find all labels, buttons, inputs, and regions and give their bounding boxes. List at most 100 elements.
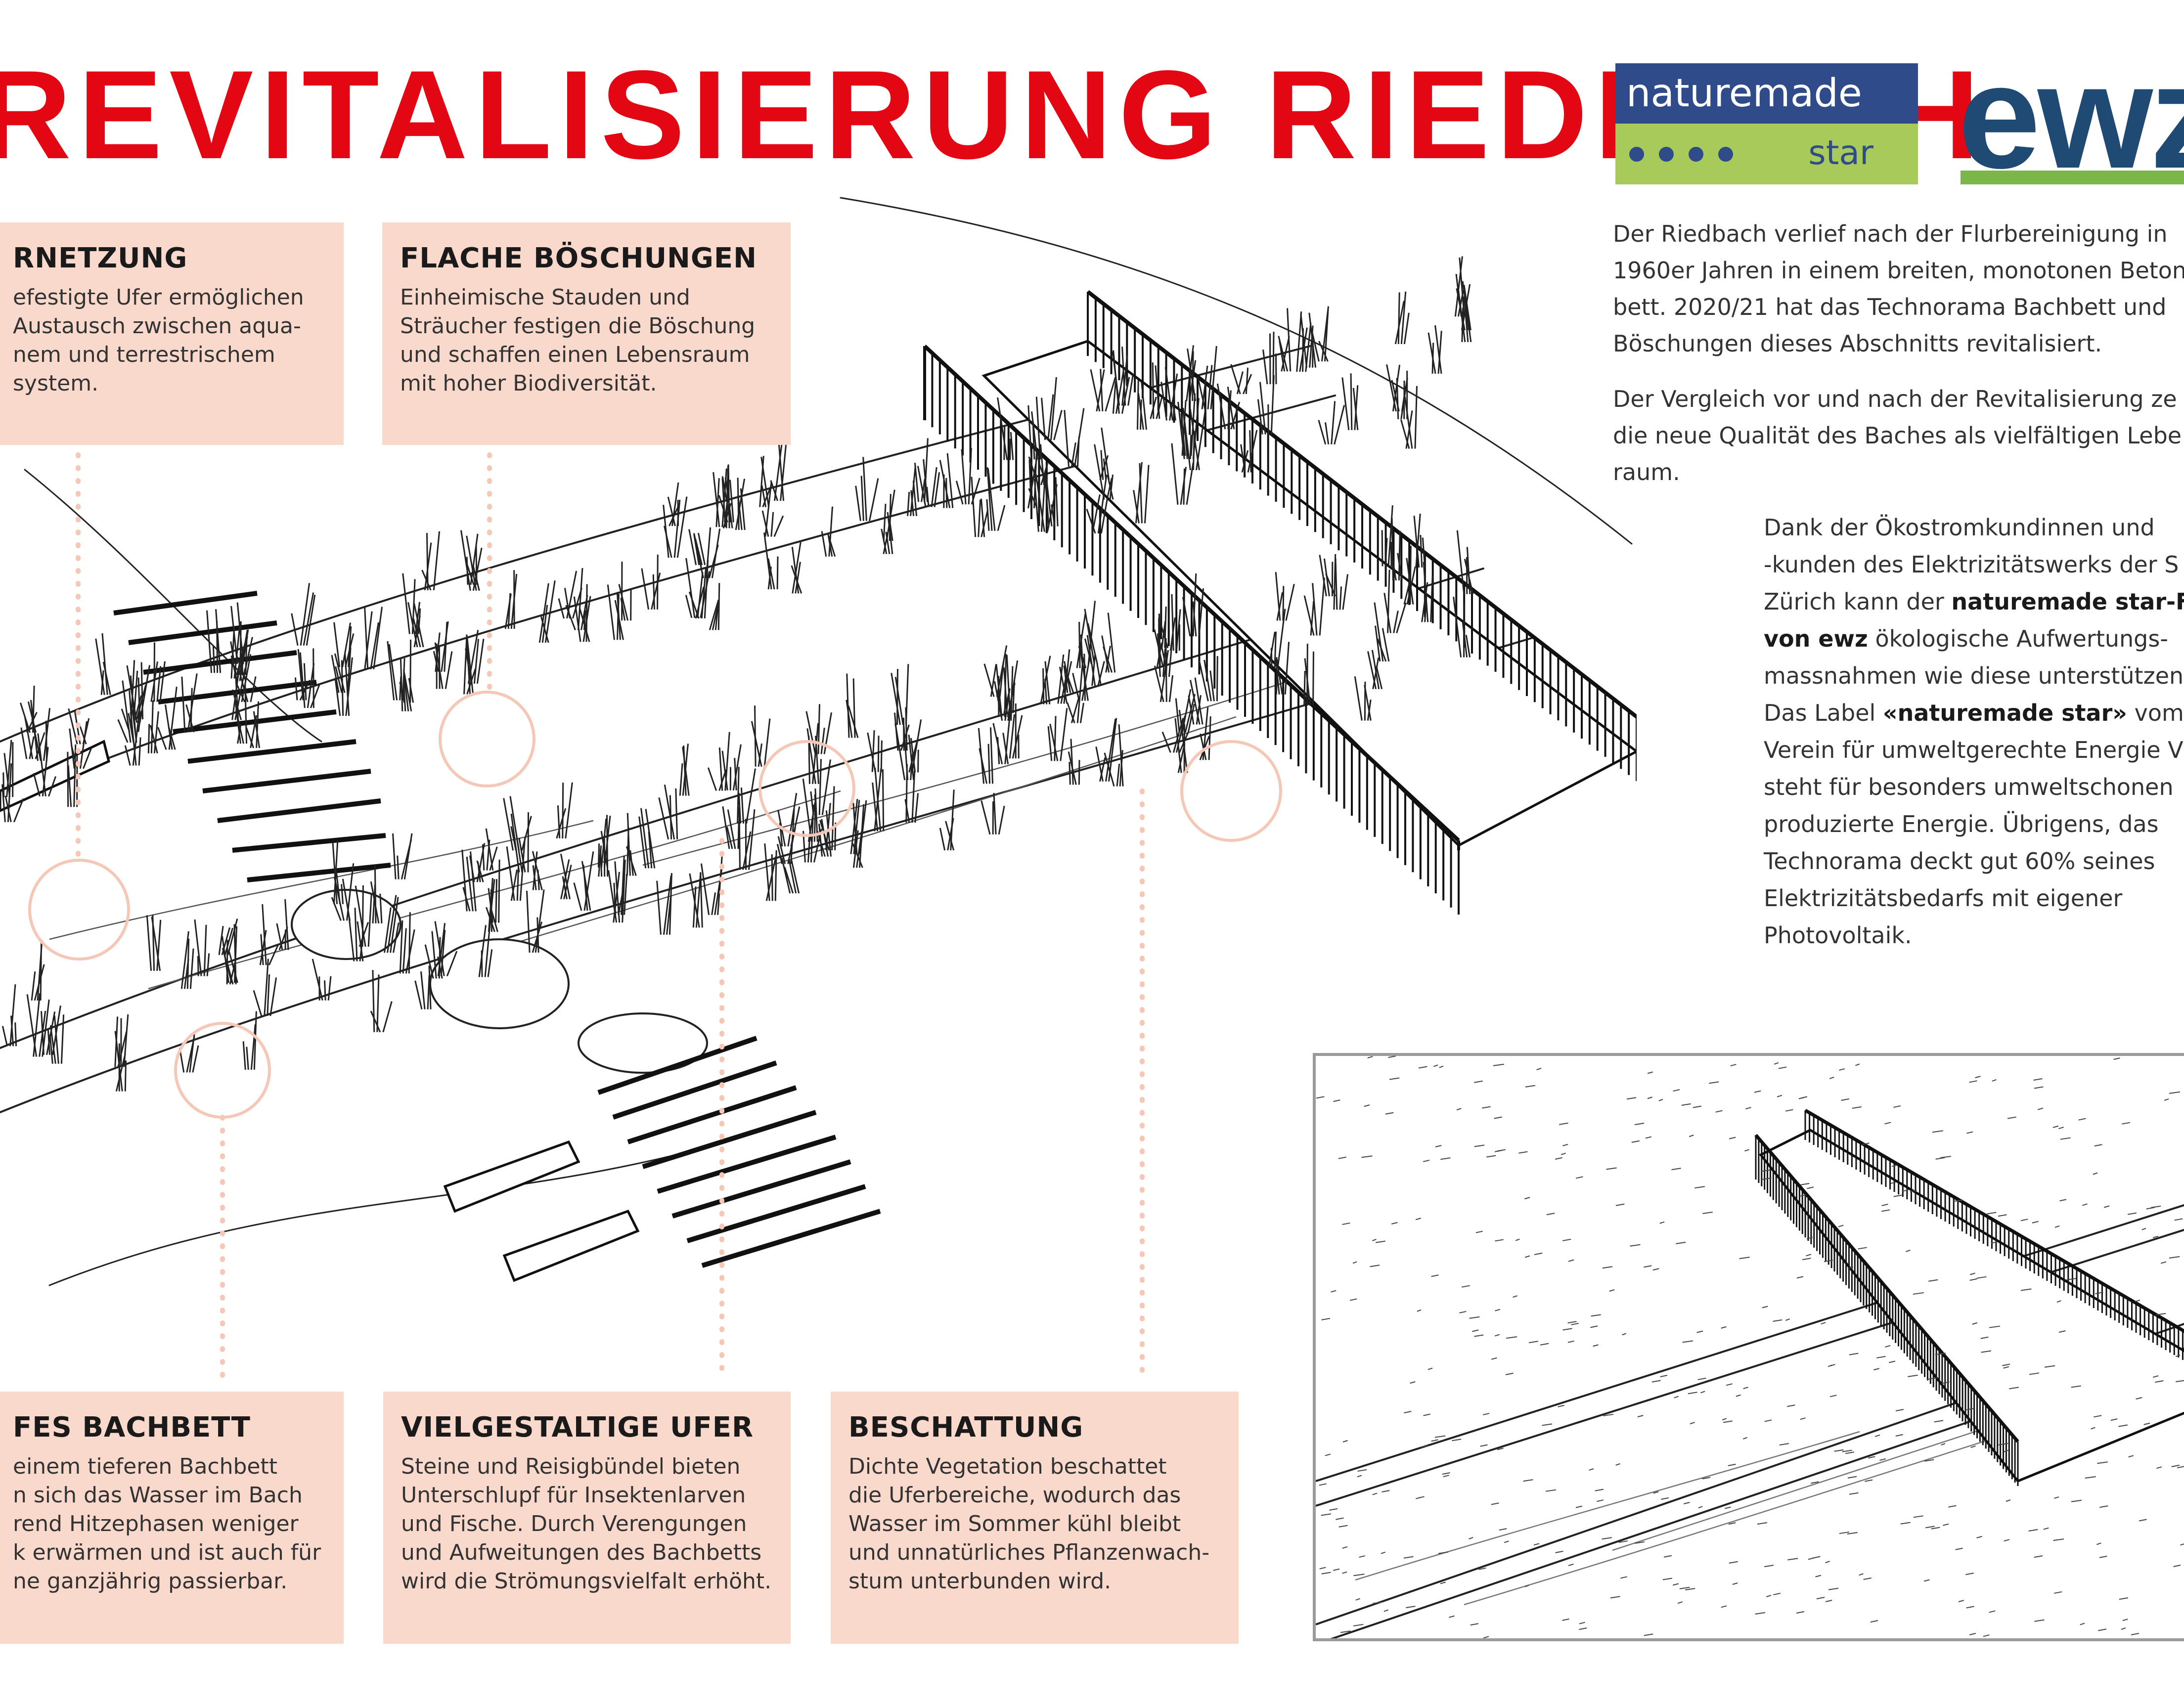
grass-blade bbox=[761, 485, 767, 507]
grass-blade bbox=[787, 793, 798, 847]
texture-mark bbox=[2113, 1057, 2120, 1060]
card-text-line: k erwärmen und ist auch für bbox=[13, 1540, 321, 1565]
texture-mark bbox=[1932, 1130, 1943, 1133]
grass-blade bbox=[978, 499, 981, 537]
grass-blade bbox=[334, 678, 341, 716]
card-text-line: und Aufweitungen des Bachbetts bbox=[401, 1540, 762, 1565]
texture-mark bbox=[2095, 1292, 2103, 1294]
grass-blade bbox=[53, 1015, 59, 1064]
grass-blade bbox=[663, 526, 672, 558]
grass-blade bbox=[740, 488, 746, 530]
grass-blade bbox=[791, 565, 802, 594]
grass-blade bbox=[598, 845, 602, 877]
grass-blade bbox=[860, 476, 864, 521]
grass-blade bbox=[399, 920, 403, 974]
grass-blade bbox=[694, 538, 703, 566]
grass-blade bbox=[1033, 479, 1039, 532]
grass-blade bbox=[101, 633, 108, 695]
grass-blade bbox=[671, 482, 679, 526]
grass-blade bbox=[1274, 631, 1277, 668]
grass-blade bbox=[1422, 537, 1426, 568]
texture-mark bbox=[1494, 1116, 1502, 1119]
texture-mark bbox=[1420, 1445, 1429, 1448]
texture-mark bbox=[1989, 1610, 1996, 1613]
rating-dot-icon bbox=[1689, 146, 1703, 162]
grass-blade bbox=[482, 844, 485, 871]
texture-mark bbox=[1674, 1396, 1679, 1399]
grass-blade bbox=[893, 712, 899, 751]
texture-mark bbox=[1761, 1178, 1772, 1181]
grass-blade bbox=[713, 472, 720, 527]
grass-blade bbox=[181, 676, 186, 733]
grass-blade bbox=[711, 528, 721, 578]
grass-blade bbox=[404, 683, 409, 712]
grass-blade bbox=[724, 732, 730, 791]
grass-blade bbox=[934, 472, 940, 507]
grass-blade bbox=[600, 831, 608, 868]
texture-mark bbox=[1491, 1357, 1497, 1360]
grass-blade bbox=[156, 920, 162, 971]
grass-blade bbox=[130, 675, 136, 732]
rating-dot-icon bbox=[1718, 146, 1733, 162]
grass-blade bbox=[540, 616, 549, 643]
texture-mark bbox=[2135, 1299, 2140, 1302]
grass-blade bbox=[997, 737, 1000, 764]
texture-mark bbox=[1391, 1222, 1398, 1225]
grass-blade bbox=[921, 479, 926, 502]
texture-mark bbox=[1976, 1535, 1982, 1538]
texture-mark bbox=[1475, 1230, 1483, 1233]
bank-line bbox=[0, 637, 1534, 1113]
grass-blade bbox=[780, 439, 788, 501]
texture-mark bbox=[1800, 1417, 1806, 1420]
grass-blade bbox=[556, 808, 567, 839]
grass-blade bbox=[999, 661, 1005, 697]
texture-mark bbox=[2091, 1427, 2095, 1430]
texture-mark bbox=[1913, 1515, 1923, 1518]
texture-mark bbox=[2043, 1527, 2049, 1530]
grass-blade bbox=[1096, 663, 1102, 686]
grass-blade bbox=[867, 732, 876, 772]
grass-blade bbox=[498, 859, 500, 923]
texture-mark bbox=[1662, 1577, 1672, 1580]
grass-blade bbox=[435, 632, 441, 672]
grass-blade bbox=[1396, 378, 1399, 419]
grass-blade bbox=[1342, 574, 1349, 610]
grass-blade bbox=[1097, 475, 1108, 534]
grass-blade bbox=[1202, 707, 1209, 760]
texture-mark bbox=[2080, 1622, 2085, 1625]
grass-blade bbox=[1175, 609, 1181, 651]
grass-blade bbox=[1127, 374, 1134, 406]
grass-blade bbox=[516, 866, 520, 901]
texture-mark bbox=[1815, 1575, 1822, 1577]
texture-mark bbox=[1893, 1105, 1901, 1108]
grass-blade bbox=[877, 736, 880, 772]
grass-blade bbox=[880, 740, 883, 772]
grass-blade bbox=[828, 506, 834, 557]
texture-mark bbox=[2094, 1144, 2102, 1147]
texture-mark bbox=[1568, 1563, 1574, 1566]
texture-mark bbox=[1830, 1364, 1835, 1366]
card-title: FLACHE BÖSCHUNGEN bbox=[400, 242, 758, 274]
texture-mark bbox=[1676, 1241, 1686, 1244]
grass-blade bbox=[303, 663, 307, 701]
grass-blade bbox=[1040, 463, 1049, 485]
texture-mark bbox=[1647, 1071, 1653, 1074]
grass-blade bbox=[821, 759, 831, 815]
intro-text: Der Riedbach verlief nach der Flurberein… bbox=[1613, 216, 2184, 509]
texture-mark bbox=[1609, 1289, 1615, 1292]
grass-blade bbox=[1437, 331, 1442, 374]
texture-mark bbox=[1807, 1186, 1814, 1189]
grass-blade bbox=[1285, 583, 1295, 621]
grass-blade bbox=[889, 519, 893, 541]
grass-blade bbox=[250, 676, 257, 702]
texture-mark bbox=[1558, 1404, 1565, 1407]
grass-blade bbox=[124, 745, 131, 766]
grass-blade bbox=[924, 438, 929, 502]
texture-mark bbox=[2054, 1225, 2060, 1228]
grass-blade bbox=[894, 677, 904, 725]
texture-mark bbox=[1602, 1537, 1612, 1540]
grass-blade bbox=[1240, 444, 1246, 473]
texture-mark bbox=[1965, 1407, 1974, 1410]
grass-blade bbox=[1201, 365, 1208, 410]
grass-blade bbox=[1133, 490, 1140, 524]
